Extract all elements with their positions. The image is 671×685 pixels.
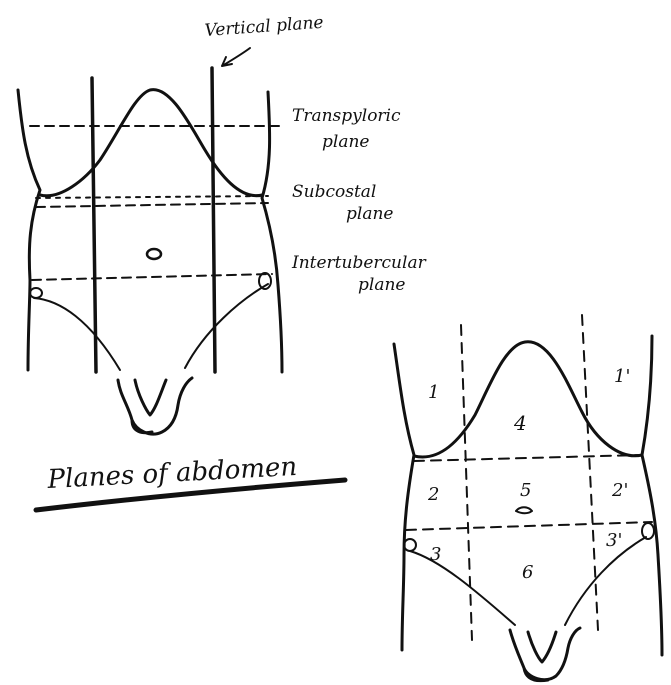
right-genital-outline — [510, 628, 580, 681]
intertubercular-plane-line — [32, 274, 272, 280]
left-inguinal-line-left — [34, 298, 120, 370]
subcostal-rib-edge — [36, 196, 268, 198]
right-inguinal-line-left — [410, 551, 515, 625]
region-1: 1 — [428, 382, 439, 403]
region-1-prime: 1' — [614, 366, 630, 387]
left-costal-margin — [40, 90, 262, 196]
region-2-prime: 2' — [611, 480, 628, 501]
region-4: 4 — [513, 411, 527, 435]
left-torso-outline-right — [262, 92, 282, 372]
region-5: 5 — [520, 480, 531, 501]
right-vertical-plane-right — [582, 315, 598, 630]
transpyloric-label-1: Transpyloric — [292, 106, 401, 126]
left-inguinal-line-right — [185, 284, 268, 368]
right-torso-outline-right — [642, 336, 662, 655]
left-tubercle-left — [30, 288, 42, 298]
left-genital-outline — [118, 378, 192, 434]
right-tubercle-left — [404, 539, 416, 551]
right-intertubercular-line — [406, 522, 652, 530]
subcostal-label-1: Subcostal — [292, 182, 376, 202]
region-6: 6 — [522, 562, 533, 583]
subcostal-plane-line — [36, 203, 268, 207]
vertical-plane-arrow — [222, 48, 250, 66]
umbilicus — [147, 249, 161, 259]
region-2: 2 — [427, 484, 439, 505]
right-tubercle-right — [642, 523, 654, 539]
left-vertical-plane-left — [92, 78, 96, 372]
region-3: 3 — [430, 544, 441, 565]
transpyloric-label-2: plane — [322, 132, 369, 152]
right-costal-margin — [414, 342, 642, 457]
intertubercular-label-1: Intertubercular — [291, 253, 427, 273]
right-subcostal-line — [414, 455, 640, 461]
vertical-plane-label: Vertical plane — [204, 13, 324, 41]
right-vertical-plane-left — [461, 325, 472, 640]
left-diagram — [18, 68, 285, 434]
intertubercular-label-2: plane — [358, 275, 405, 295]
left-torso-outline-left — [18, 90, 40, 370]
subcostal-label-2: plane — [346, 204, 393, 224]
region-3-prime: 3' — [606, 530, 622, 551]
right-umbilicus — [516, 507, 532, 513]
right-torso-outline-left — [394, 344, 414, 650]
